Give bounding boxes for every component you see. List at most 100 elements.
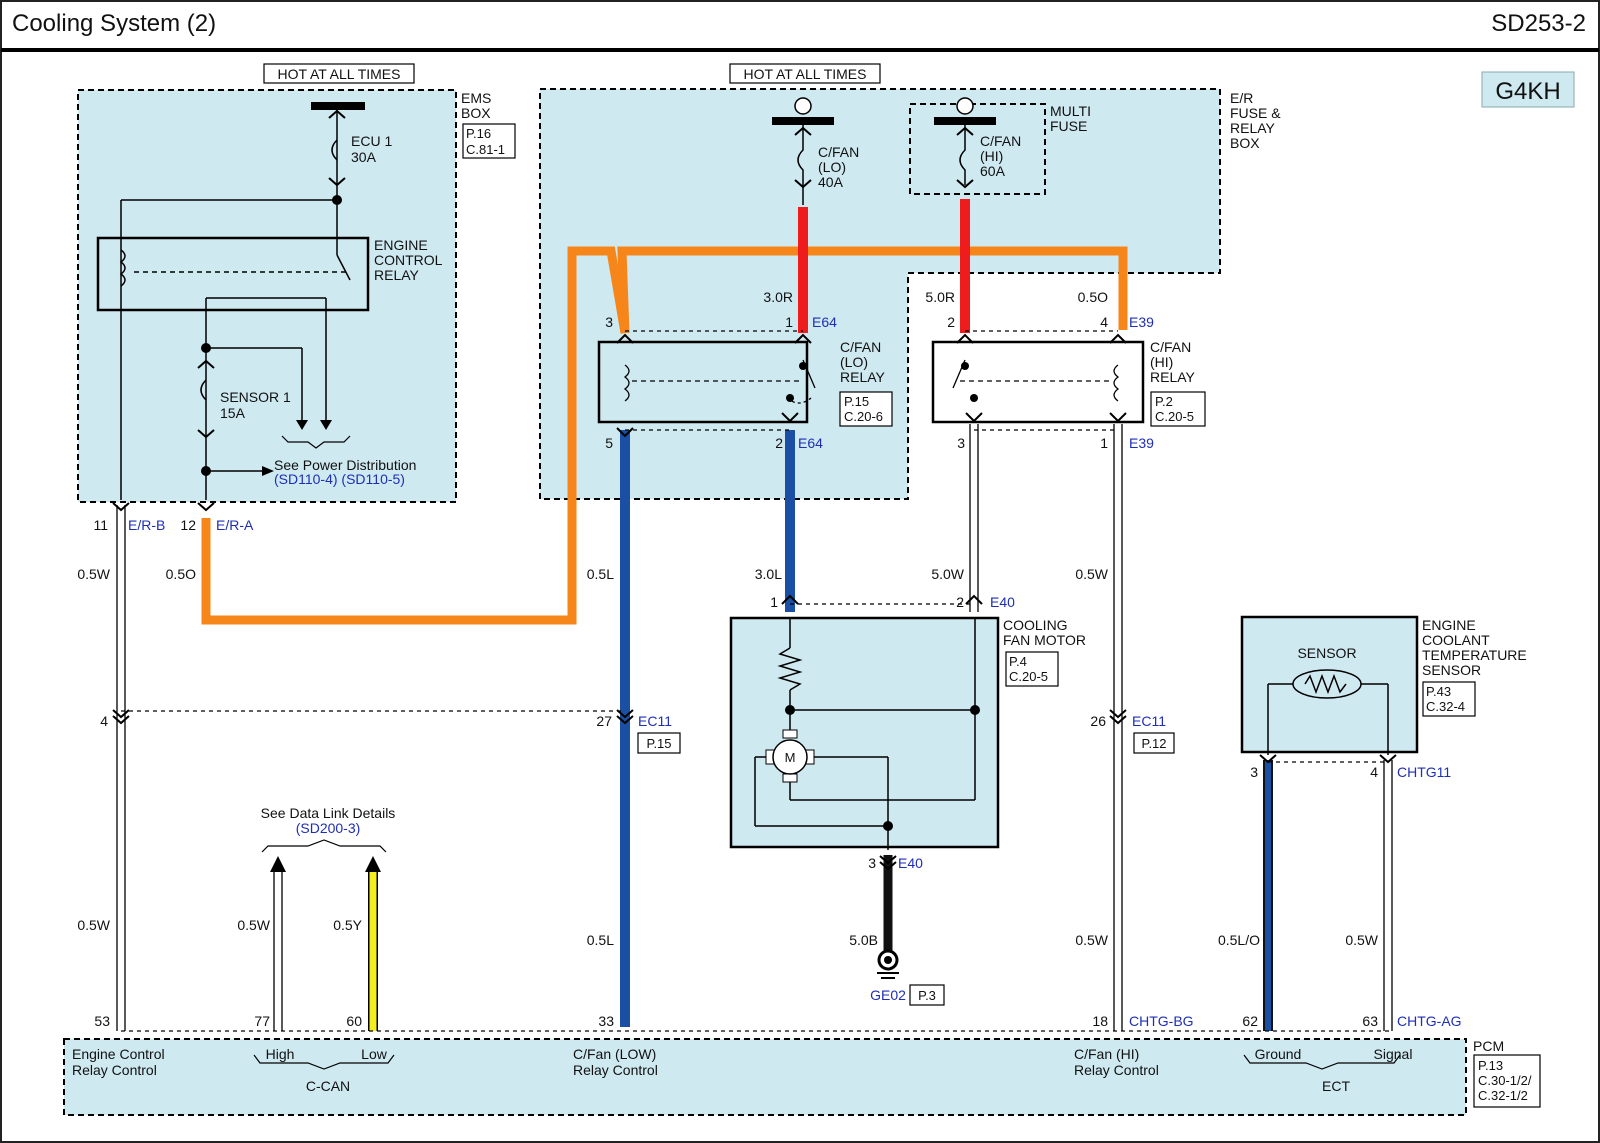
cfan-lo-fuse-bar <box>772 117 834 125</box>
pcm-pin-ecr-1: Engine Control <box>72 1046 165 1062</box>
term-18: 18 <box>1092 1013 1108 1029</box>
ems-node-3 <box>201 466 211 476</box>
ems-arrow-1 <box>296 420 308 430</box>
pcm-pin-high: High <box>266 1046 295 1062</box>
data-link-brace <box>261 839 387 853</box>
conn-e64-bottom: E64 <box>798 435 823 451</box>
pin-26: 26 <box>1090 713 1106 729</box>
relay-hi-1: C/FAN <box>1150 339 1191 355</box>
pcm-name: PCM <box>1473 1038 1504 1054</box>
engine-control-relay-box <box>96 236 370 312</box>
pcm-ccan: C-CAN <box>306 1078 350 1094</box>
can-low-arrow <box>365 856 381 872</box>
text-labels: HOT AT ALL TIMES HOT AT ALL TIMES EMS BO… <box>72 66 1532 1103</box>
relay-lo-3: RELAY <box>840 369 886 385</box>
ems-node-1 <box>332 195 342 205</box>
conn-e64-top: E64 <box>812 314 837 330</box>
relay-hi-ref-1: P.2 <box>1155 394 1173 409</box>
sensor-label: SENSOR <box>1297 645 1356 661</box>
term-62: 62 <box>1242 1013 1258 1029</box>
relay-hi-3: RELAY <box>1150 369 1196 385</box>
ect-label-3: TEMPERATURE <box>1422 647 1527 663</box>
ems-box <box>77 89 457 503</box>
motor-node-2 <box>970 705 980 715</box>
cfan-hi-relay-box <box>931 340 1145 424</box>
multi-fuse-2: FUSE <box>1050 118 1087 134</box>
pin-12: 12 <box>180 517 196 533</box>
ems-arrow-3 <box>262 466 274 476</box>
er-label-2: FUSE & <box>1230 105 1281 121</box>
pin-4-hi: 4 <box>1100 314 1108 330</box>
sensor-fuse-name: SENSOR 1 <box>220 389 291 405</box>
motor-internals <box>754 618 976 850</box>
power-dist-ref-1: See Power Distribution <box>274 457 416 473</box>
cooling-fan-motor-box <box>729 616 1000 849</box>
conn-e39-bottom: E39 <box>1129 435 1154 451</box>
pcm-pin-low: Low <box>361 1046 388 1062</box>
wire-0-5w-b: 0.5W <box>1075 566 1108 582</box>
conn-chtg11: CHTG11 <box>1397 764 1451 780</box>
conn-chtg-bg: CHTG-BG <box>1129 1013 1194 1029</box>
ems-fuse-bar <box>311 102 365 110</box>
term-60: 60 <box>346 1013 362 1029</box>
ecr-label-3: RELAY <box>374 267 420 283</box>
conn-ec11-b-ref: P.12 <box>1141 736 1166 751</box>
ground-dot <box>884 956 892 964</box>
relay-lo-1: C/FAN <box>840 339 881 355</box>
hot-label-1: HOT AT ALL TIMES <box>278 66 401 82</box>
ecu-fuse-rating: 30A <box>351 149 377 165</box>
motor-node-1 <box>785 705 795 715</box>
cfan-lo-fuse-1: C/FAN <box>818 144 859 160</box>
data-link-ref-2: (SD200-3) <box>296 820 361 836</box>
engine-badge: G4KH <box>1495 78 1560 105</box>
pin-2-hi: 2 <box>947 314 955 330</box>
wire-0-5w-a: 0.5W <box>77 566 110 582</box>
relay-hi-2: (HI) <box>1150 354 1173 370</box>
ect-ref-1: P.43 <box>1426 684 1451 699</box>
cfan-lo-fuse-terminal <box>794 97 812 115</box>
conn-ec11-a: EC11 <box>638 713 672 729</box>
relay-lo-2: (LO) <box>840 354 868 370</box>
ems-label-2: BOX <box>461 105 491 121</box>
wire-5-0w: 5.0W <box>931 566 964 582</box>
wire-5-0r: 5.0R <box>925 289 955 305</box>
reference-boxes <box>263 63 1541 1108</box>
conn-chtg-ag: CHTG-AG <box>1397 1013 1462 1029</box>
relay-lo-ref-1: P.15 <box>844 394 869 409</box>
pin-3-hi: 3 <box>957 435 965 451</box>
sensor-pin-4: 4 <box>1370 764 1378 780</box>
white-wires <box>116 424 1393 1031</box>
cfan-lo-fuse-2: (LO) <box>818 159 846 175</box>
motor-brush-top <box>782 729 798 739</box>
motor-ref-2: C.20-5 <box>1009 669 1048 684</box>
ecr-label-1: ENGINE <box>374 237 428 253</box>
er-label-1: E/R <box>1230 90 1253 106</box>
pcm-pin-ecr-2: Relay Control <box>72 1062 157 1078</box>
ems-label-1: EMS <box>461 90 491 106</box>
pcm-pin-lo-2: Relay Control <box>573 1062 658 1078</box>
ecu-fuse-name: ECU 1 <box>351 133 392 149</box>
relay-hi-contact-1 <box>961 362 969 370</box>
pin-1-hi: 1 <box>1100 435 1108 451</box>
cfan-lo-relay-box <box>597 340 809 424</box>
ems-ref-2: C.81-1 <box>466 142 505 157</box>
ems-output-brace <box>281 435 351 449</box>
cfan-hi-fuse-1: C/FAN <box>980 133 1021 149</box>
pcm-pin-ground: Ground <box>1255 1046 1302 1062</box>
conn-er-b: E/R-B <box>128 517 165 533</box>
wire-5-0b: 5.0B <box>849 932 878 948</box>
pin-27: 27 <box>596 713 612 729</box>
er-label-3: RELAY <box>1230 120 1276 136</box>
ect-label-1: ENGINE <box>1422 617 1476 633</box>
wire-3-0l: 3.0L <box>755 566 782 582</box>
ground-ge02: GE02 <box>870 987 906 1003</box>
relay-lo-ref-2: C.20-6 <box>844 409 883 424</box>
multi-fuse-1: MULTI <box>1050 103 1091 119</box>
ems-arrow-2 <box>320 420 332 430</box>
conn-e39-top: E39 <box>1129 314 1154 330</box>
orange-wire <box>201 246 1128 625</box>
relay-lo-contact-1 <box>799 362 807 370</box>
